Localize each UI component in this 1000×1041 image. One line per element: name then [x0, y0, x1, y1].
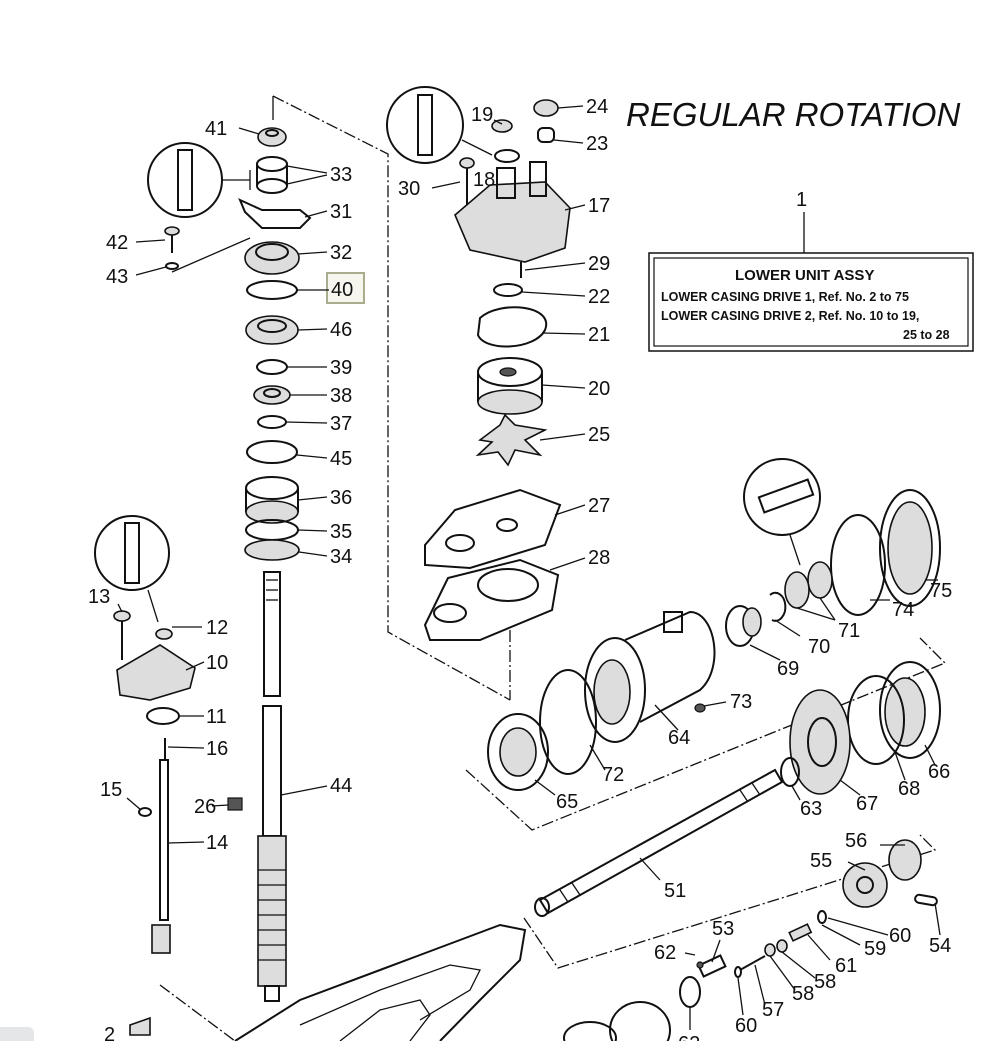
- part-label-32: 32: [330, 242, 352, 264]
- part-label-56: 56: [845, 830, 867, 852]
- assembly-guide-lines: [159, 95, 947, 1041]
- part-label-66: 66: [928, 761, 950, 783]
- part-label-72: 72: [602, 764, 624, 786]
- water-pump-assembly: [423, 99, 571, 641]
- part-label-30: 30: [398, 178, 420, 200]
- part-label-64: 64: [668, 727, 690, 749]
- grease-callout-3: [94, 515, 170, 623]
- part-label-2: 2: [104, 1024, 115, 1041]
- part-label-60-b: 60: [735, 1015, 757, 1037]
- drive-shaft-column: [164, 96, 312, 1002]
- diagram-title: REGULAR ROTATION: [626, 96, 960, 133]
- part-label-46: 46: [330, 319, 352, 341]
- highlight-box-part-40: [326, 272, 365, 304]
- part-label-61: 61: [835, 955, 857, 977]
- part-label-21: 21: [588, 324, 610, 346]
- part-label-62-a: 62: [654, 942, 676, 964]
- grease-callout-33: [147, 142, 251, 218]
- part-label-40: 40: [331, 279, 353, 301]
- part-label-58-b: 58: [792, 983, 814, 1005]
- part-label-67: 67: [856, 793, 878, 815]
- part-label-36: 36: [330, 487, 352, 509]
- part-label-11: 11: [206, 706, 227, 728]
- part-label-39: 39: [330, 357, 352, 379]
- part-label-45: 45: [330, 448, 352, 470]
- part-label-35: 35: [330, 521, 352, 543]
- part-label-34: 34: [330, 546, 352, 568]
- part-label-70: 70: [808, 636, 830, 658]
- part-label-51: 51: [664, 880, 686, 902]
- part-label-71: 71: [838, 620, 860, 642]
- part-label-22: 22: [588, 286, 610, 308]
- part-label-25: 25: [588, 424, 610, 446]
- part-label-62-b: 62: [678, 1033, 700, 1041]
- part-number-labels: 41 33 31 32 40 46 39 38 37 45 36 35 34 4…: [88, 96, 952, 1041]
- part-label-15: 15: [100, 779, 122, 801]
- grease-callout-4: [386, 86, 493, 164]
- part-label-68: 68: [898, 778, 920, 800]
- part-label-58-a: 58: [814, 971, 836, 993]
- part-label-18: 18: [473, 169, 495, 191]
- part-label-43: 43: [106, 266, 128, 288]
- part-label-75: 75: [930, 580, 952, 602]
- part-label-59: 59: [864, 938, 886, 960]
- part-label-23: 23: [586, 133, 608, 155]
- assembly-ref-label: 1: [796, 189, 807, 211]
- part-label-26: 26: [194, 796, 216, 818]
- part-label-27: 27: [588, 495, 610, 517]
- part-label-37: 37: [330, 413, 352, 435]
- info-box-line3: 25 to 28: [903, 328, 950, 342]
- part-label-63: 63: [800, 798, 822, 820]
- info-box-line1: LOWER CASING DRIVE 1, Ref. No. 2 to 75: [661, 290, 909, 304]
- part-label-17: 17: [588, 195, 610, 217]
- part-label-53: 53: [712, 918, 734, 940]
- part-label-14: 14: [206, 832, 228, 854]
- part-label-38: 38: [330, 385, 352, 407]
- leader-lines: [117, 105, 941, 1030]
- info-box-title: LOWER UNIT ASSY: [735, 267, 874, 284]
- part-label-41: 41: [205, 118, 227, 140]
- shift-rod-assembly: [113, 610, 196, 954]
- propeller-shaft-assembly: [487, 489, 941, 1041]
- part-label-19: 19: [471, 104, 493, 126]
- part-label-28: 28: [588, 547, 610, 569]
- part-label-16: 16: [206, 738, 228, 760]
- info-box: LOWER UNIT ASSY LOWER CASING DRIVE 1, Re…: [648, 252, 974, 352]
- part-label-31: 31: [330, 201, 352, 223]
- part-label-74: 74: [892, 599, 914, 621]
- part-label-42: 42: [106, 232, 128, 254]
- part-label-24: 24: [586, 96, 608, 118]
- part-label-29: 29: [588, 253, 610, 275]
- part-label-13: 13: [88, 586, 110, 608]
- part-label-65: 65: [556, 791, 578, 813]
- part-label-69: 69: [777, 658, 799, 680]
- part-label-54: 54: [929, 935, 951, 957]
- part-label-44: 44: [330, 775, 352, 797]
- info-box-line2: LOWER CASING DRIVE 2, Ref. No. 10 to 19,: [661, 309, 919, 323]
- part-label-55: 55: [810, 850, 832, 872]
- part-label-33: 33: [330, 164, 352, 186]
- part-label-57: 57: [762, 999, 784, 1021]
- part-label-12: 12: [206, 617, 228, 639]
- part-label-20: 20: [588, 378, 610, 400]
- part-label-60-a: 60: [889, 925, 911, 947]
- scroll-corner-tab[interactable]: [0, 1027, 34, 1041]
- part-label-73: 73: [730, 691, 752, 713]
- grease-callout-gc: [743, 458, 821, 566]
- lower-casing: [129, 923, 527, 1041]
- part-label-10: 10: [206, 652, 228, 674]
